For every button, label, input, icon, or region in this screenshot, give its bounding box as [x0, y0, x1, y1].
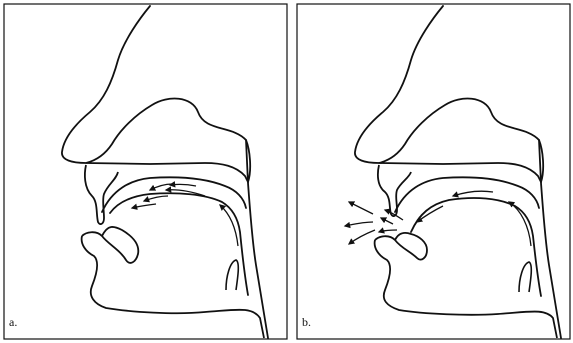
panel-a-epiglottis: [226, 260, 238, 290]
panel-a-arrow: [144, 196, 168, 201]
panel-b-arrow: [381, 218, 393, 224]
panel-b-upper-lip: [378, 165, 411, 216]
panel-b-arrow: [379, 230, 397, 232]
panel-b-arrow: [349, 230, 375, 244]
panel-a-label: a.: [9, 316, 17, 328]
panel-b: [297, 4, 570, 339]
panel-a-face-profile: [62, 6, 150, 163]
panel-a-palate: [102, 177, 246, 212]
panel-b-arrow: [349, 202, 373, 214]
panel-a: [4, 4, 287, 339]
panel-b-arrow: [345, 222, 373, 226]
panel-a-arrow: [150, 184, 172, 190]
panel-b-epiglottis: [519, 262, 531, 292]
panel-a-arrow: [132, 204, 156, 208]
panel-a-arrow: [170, 184, 196, 186]
panel-b-face-profile: [355, 6, 443, 163]
panel-b-arrow: [385, 210, 403, 220]
panel-a-arrow: [220, 205, 238, 246]
panel-a-nasal-cavity: [86, 99, 250, 182]
panel-b-label: b.: [302, 316, 311, 328]
panel-b-nasal-cavity: [379, 99, 543, 182]
panel-b-arrow: [453, 191, 493, 196]
panel-a-frame: [4, 4, 287, 339]
panel-b-airflow-arrows: [345, 191, 531, 246]
